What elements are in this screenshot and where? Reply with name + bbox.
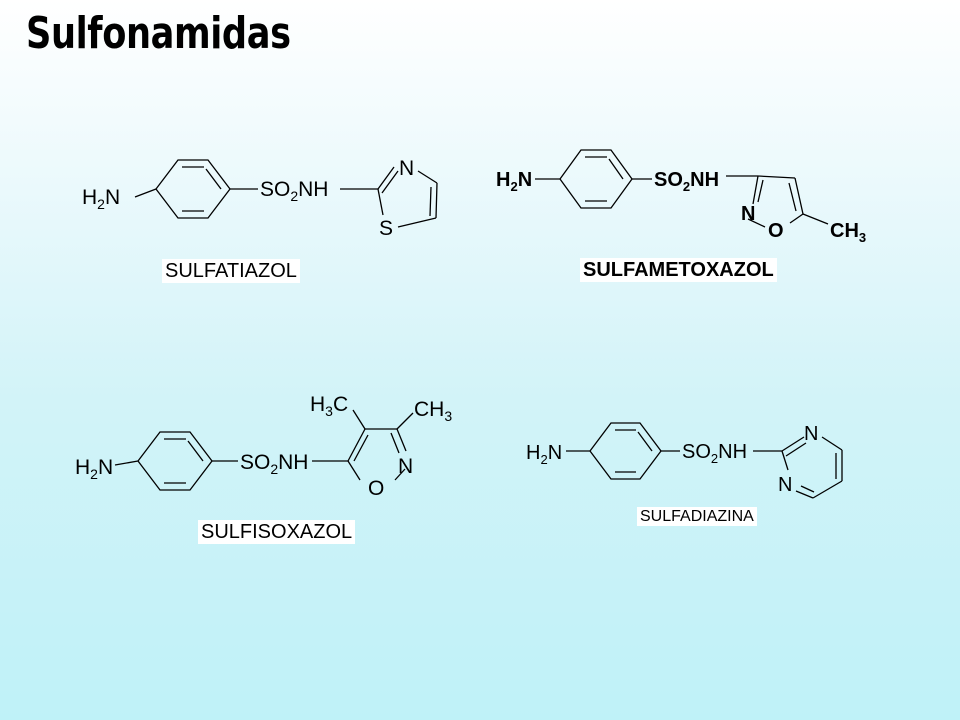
ring-atom-o: O	[768, 220, 784, 242]
structure-sulfametoxazol: H2N SO2NH N O CH3	[496, 149, 866, 245]
sulfonamide-group: SO2NH	[654, 169, 719, 194]
amine-group: H2N	[496, 169, 532, 194]
page-title: Sulfonamidas	[26, 8, 291, 59]
ring-atom-o: O	[368, 477, 384, 500]
sulfonamide-group: SO2NH	[682, 441, 747, 466]
structure-sulfadiazina: H2N SO2NH N N	[526, 422, 843, 499]
ring-atom-s: S	[379, 217, 393, 240]
structure-sulfatiazol: H2N SO2NH N S	[82, 157, 438, 240]
ring-atom-n: N	[804, 423, 818, 445]
molecule-name: SULFAMETOXAZOL	[580, 258, 777, 282]
isoxazole-ring	[347, 409, 414, 481]
thiazole-ring	[377, 166, 438, 228]
amine-group: H2N	[82, 186, 120, 212]
sulfonamide-group: SO2NH	[240, 451, 308, 477]
ring-atom-n: N	[741, 203, 755, 225]
amine-group: H2N	[75, 456, 113, 482]
ring-atom-n: N	[398, 455, 413, 478]
ring-atom-n: N	[778, 474, 792, 496]
molecule-name: SULFISOXAZOL	[198, 520, 356, 544]
ring-atom-n: N	[399, 157, 414, 180]
molecule-name: SULFATIAZOL	[162, 259, 300, 283]
methyl-group: CH3	[830, 220, 866, 245]
isoxazole-ring	[747, 175, 829, 228]
amine-group: H2N	[526, 442, 562, 467]
benzene-ring	[559, 149, 633, 209]
pyrimidine-ring	[781, 436, 843, 499]
molecule-name: SULFADIAZINA	[637, 507, 757, 527]
benzene-ring	[137, 431, 213, 491]
structure-sulfisoxazol: H2N SO2NH N O H3C CH3	[75, 393, 452, 500]
sulfonamide-group: SO2NH	[260, 178, 328, 204]
methyl-group: H3C	[310, 393, 348, 419]
methyl-group: CH3	[414, 398, 452, 424]
benzene-ring	[155, 159, 231, 219]
benzene-ring	[589, 422, 662, 480]
